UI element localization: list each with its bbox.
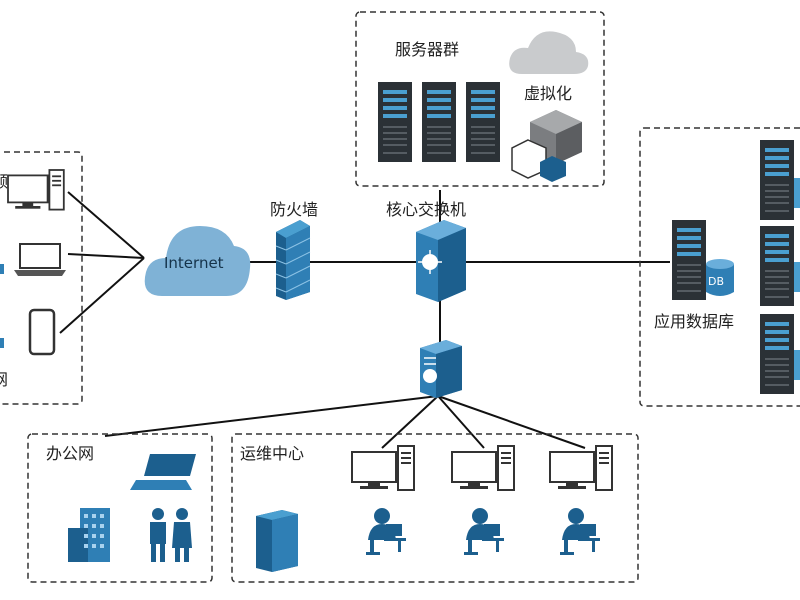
server-rack-icon (466, 82, 500, 162)
db-badge-label: DB (708, 275, 725, 288)
firewall-label: 防火墙 (270, 200, 319, 219)
storage-icon (794, 178, 800, 208)
ops-center-box (231, 433, 639, 583)
laptop-icon (130, 454, 196, 490)
firewall-icon (275, 220, 311, 300)
cube-icon (511, 110, 582, 182)
core-switch-icon (416, 220, 466, 302)
left-cut-label-bottom: 网 (0, 370, 9, 389)
database-icon (706, 259, 734, 296)
cut-icon (0, 338, 4, 348)
phone-icon (28, 308, 56, 356)
building-icon (68, 508, 110, 562)
app-db-box (639, 127, 800, 407)
core-switch-label: 核心交换机 (386, 200, 467, 219)
ops-center-label: 运维中心 (240, 444, 305, 463)
desktop-icon (549, 445, 613, 491)
storage-icon (794, 262, 800, 292)
left-cut-label-top: 频 (0, 172, 9, 191)
virtualization-cloud-icon (509, 31, 589, 74)
server-rack-icon (760, 140, 794, 220)
server-rack-icon (760, 226, 794, 306)
internet-cloud-icon (144, 226, 251, 296)
server-group-label: 服务器群 (395, 40, 460, 59)
terminal-box (0, 151, 83, 405)
people-icon (150, 508, 192, 562)
app-db-label: 应用数据库 (654, 312, 735, 331)
internet-label: Internet (164, 254, 224, 272)
desktop-icon (7, 169, 65, 211)
desktop-icon (351, 445, 415, 491)
server-rack-icon (422, 82, 456, 162)
virtualization-label: 虚拟化 (524, 84, 573, 103)
operator-icon (366, 508, 406, 555)
office-net-label: 办公网 (46, 444, 95, 463)
office-net-box (27, 433, 213, 583)
server-rack-icon (378, 82, 412, 162)
desktop-icon (451, 445, 515, 491)
access-switch-icon (420, 340, 462, 398)
server-rack-icon (672, 220, 706, 300)
operator-icon (464, 508, 504, 555)
server-group-box (355, 11, 605, 187)
cut-icon (0, 264, 4, 274)
laptop-icon (14, 243, 66, 276)
operator-icon (560, 508, 600, 555)
tower-server-icon (256, 510, 298, 572)
connection-lines (59, 190, 670, 449)
server-rack-icon (760, 314, 794, 394)
storage-icon (794, 350, 800, 380)
